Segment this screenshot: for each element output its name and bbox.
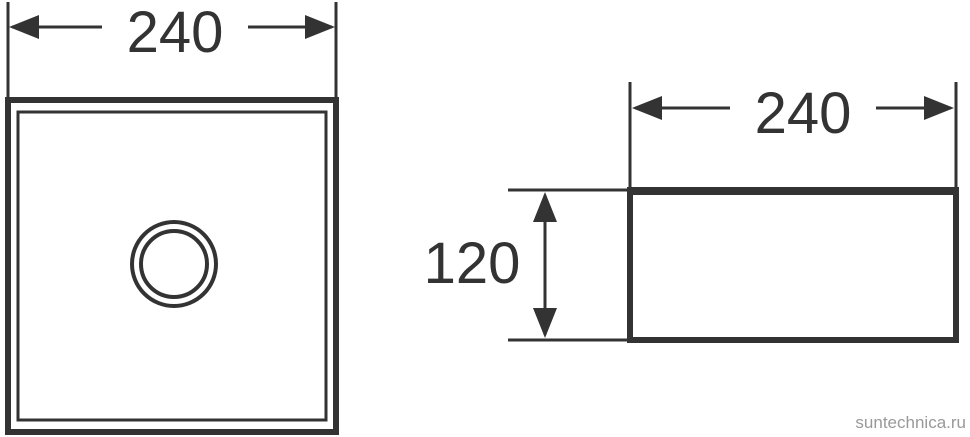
top-view-width-label: 240	[127, 0, 224, 65]
side-view-width-label: 240	[755, 81, 852, 146]
top-view	[5, 2, 339, 435]
basin-outer-rim	[5, 97, 339, 435]
drain-outer-ring	[130, 220, 218, 308]
side-view-height-label: 120	[424, 231, 521, 296]
side-view	[508, 82, 959, 343]
drain-inner-ring	[139, 229, 209, 299]
basin-side-profile	[627, 187, 959, 343]
watermark: suntechnica.ru	[855, 413, 966, 432]
basin-inner-bowl	[16, 110, 328, 422]
